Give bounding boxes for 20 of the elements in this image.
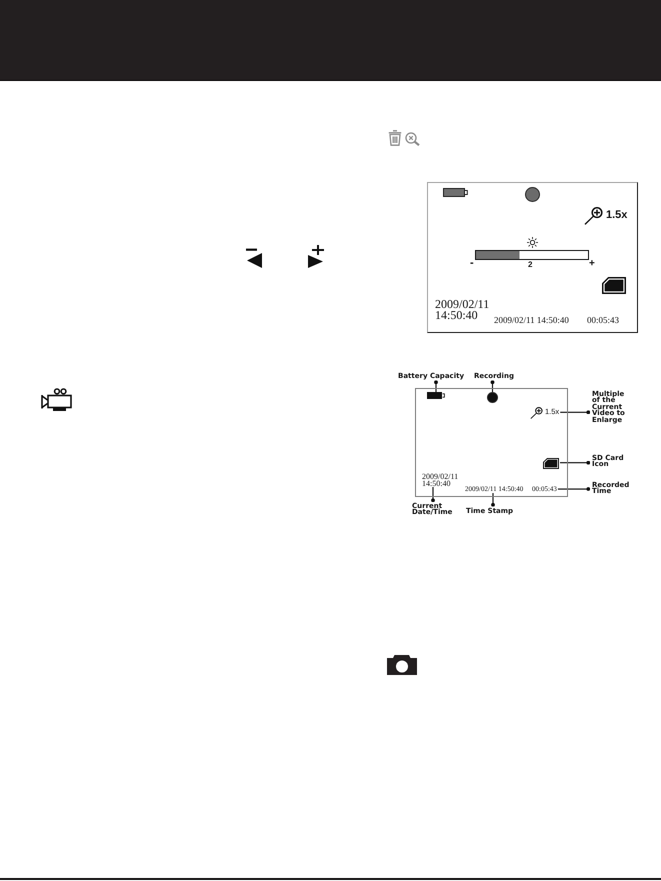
leader-line	[490, 380, 494, 392]
leader-line	[434, 380, 438, 392]
sd-card-icon	[543, 458, 559, 469]
leader-line	[491, 493, 495, 507]
screen-frame	[415, 388, 568, 497]
leader-line	[558, 487, 590, 491]
record-dot-icon	[487, 392, 498, 403]
slider-minus-mark: -	[470, 257, 474, 270]
slider-plus-mark: +	[589, 258, 595, 270]
date-time-text: 2009/02/11 14:50:40	[422, 474, 462, 487]
leader-line	[560, 460, 590, 465]
screen-frame	[427, 182, 638, 333]
zoom-level-text: 1.5x	[606, 209, 628, 222]
time-stamp-text: 2009/02/11 14:50:40	[494, 315, 569, 326]
leader-line	[560, 410, 590, 414]
leader-line	[431, 487, 435, 502]
recorded-time-text: 00:05:43	[587, 315, 620, 326]
battery-icon	[427, 392, 445, 399]
date-time-text: 2009/02/11 14:50:40	[435, 299, 490, 321]
slider-value-text: 2	[528, 260, 532, 270]
